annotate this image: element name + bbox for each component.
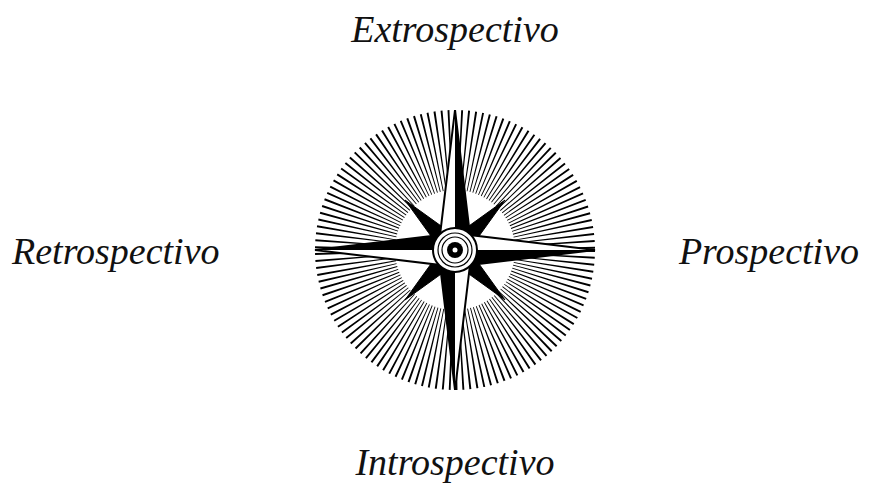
direction-label: Retrospectivo xyxy=(12,231,220,273)
center-ring xyxy=(442,237,468,263)
center-pin xyxy=(453,248,458,253)
center-ring xyxy=(438,233,472,267)
direction-label: Introspectivo xyxy=(355,442,554,484)
direction-label: Extrospectivo xyxy=(351,9,559,51)
direction-label: Prospectivo xyxy=(679,231,859,273)
main-star xyxy=(315,110,595,390)
center-dot xyxy=(447,242,463,258)
center-ring xyxy=(433,228,477,272)
